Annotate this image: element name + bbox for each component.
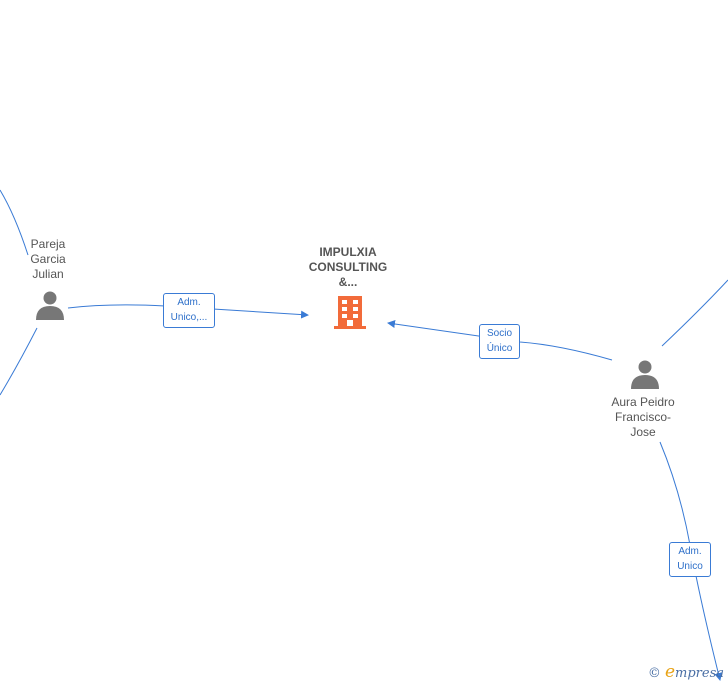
edge-offscreen-pareja-bottom	[0, 327, 38, 396]
copyright-symbol: ©	[647, 666, 661, 681]
edge-offscreen-pareja-top	[0, 189, 29, 256]
person-icon[interactable]	[36, 291, 64, 321]
person-label-pareja[interactable]: Pareja Garcia Julian	[30, 237, 66, 281]
edge-aura-company	[387, 320, 613, 361]
company-label[interactable]: IMPULXIA CONSULTING &...	[308, 245, 388, 289]
brand-initial: e	[664, 662, 676, 682]
brand-watermark: © empresa	[648, 662, 724, 682]
building-icon[interactable]	[334, 296, 366, 329]
edge-label-pareja-company[interactable]: Adm. Unico,...	[163, 293, 215, 328]
edge-label-aura-out[interactable]: Adm. Unico	[669, 542, 711, 577]
edge-label-aura-company[interactable]: Socio Único	[479, 324, 520, 359]
edge-offscreen-aura-top	[661, 279, 728, 347]
person-icon[interactable]	[631, 360, 659, 390]
person-label-aura[interactable]: Aura Peidro Francisco- Jose	[611, 395, 675, 439]
brand-name: mpresa	[675, 666, 724, 681]
